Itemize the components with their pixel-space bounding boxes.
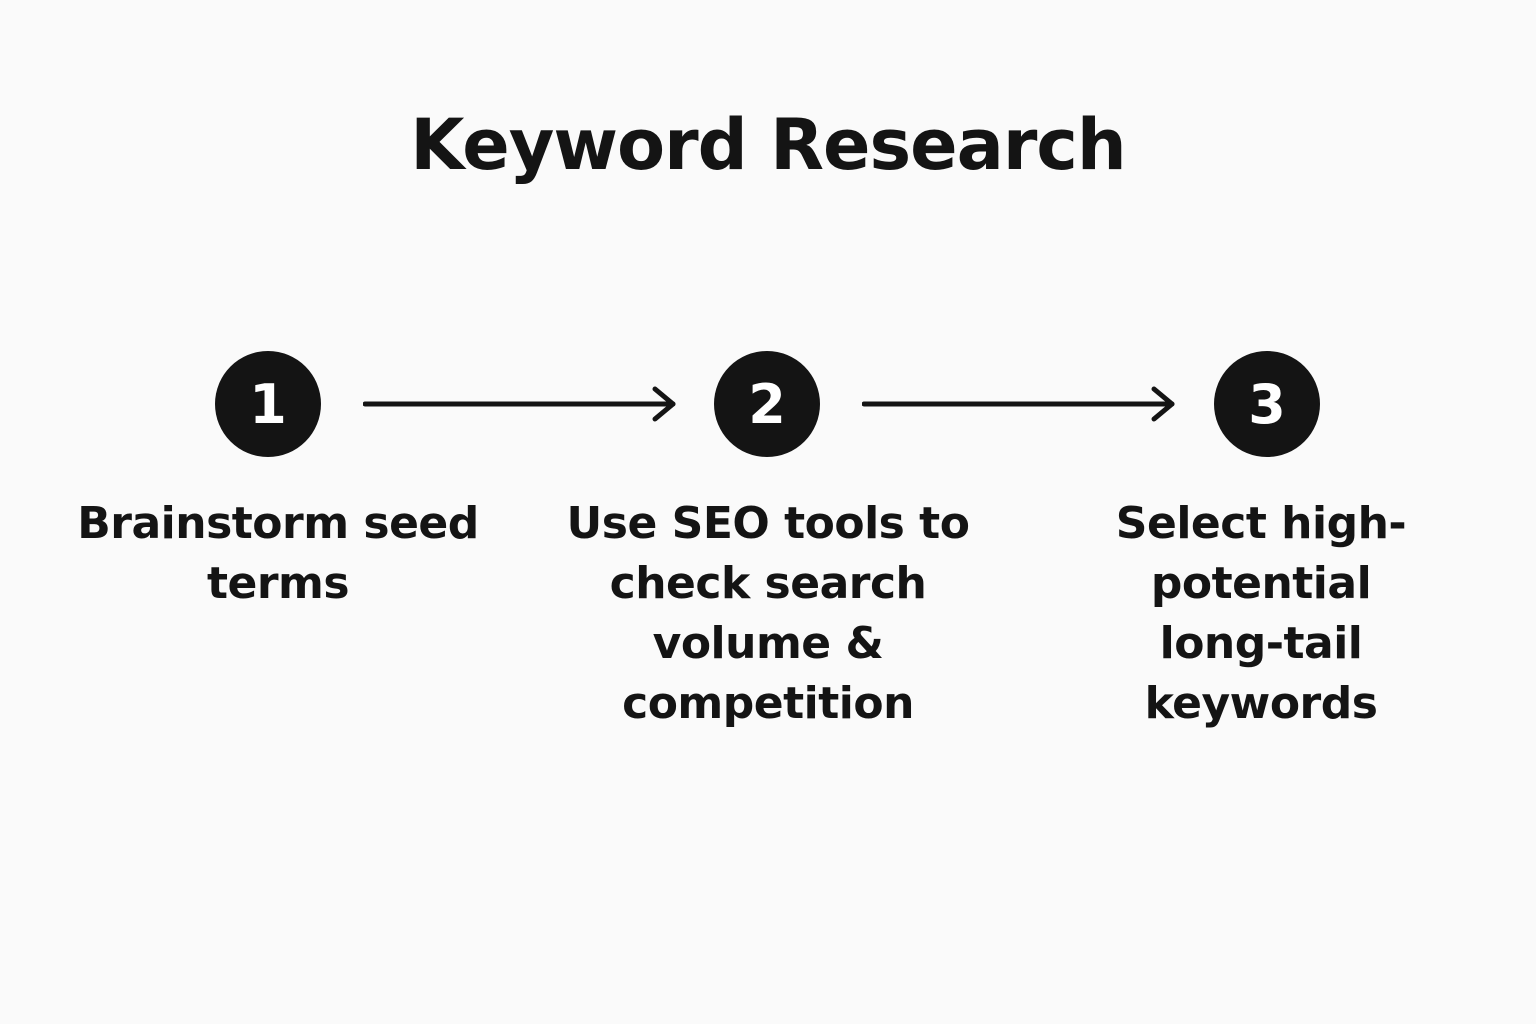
diagram-title: Keyword Research — [410, 104, 1126, 186]
step-2-number-badge: 2 — [714, 351, 820, 457]
step-1-label: Brainstorm seed terms — [77, 498, 479, 609]
step-2-label: Use SEO tools to check search volume & c… — [566, 498, 970, 729]
arrow-step-1-to-2 — [363, 384, 679, 424]
step-2-number: 2 — [748, 373, 786, 436]
step-3-label: Select high-potential long-tail keywords — [1115, 498, 1407, 729]
step-1-number-badge: 1 — [215, 351, 321, 457]
step-3-number-badge: 3 — [1214, 351, 1320, 457]
step-3-number: 3 — [1248, 373, 1286, 436]
right-arrow-icon — [862, 386, 1175, 422]
step-1-number: 1 — [249, 373, 287, 436]
arrow-step-2-to-3 — [862, 384, 1178, 424]
right-arrow-icon — [363, 386, 676, 422]
